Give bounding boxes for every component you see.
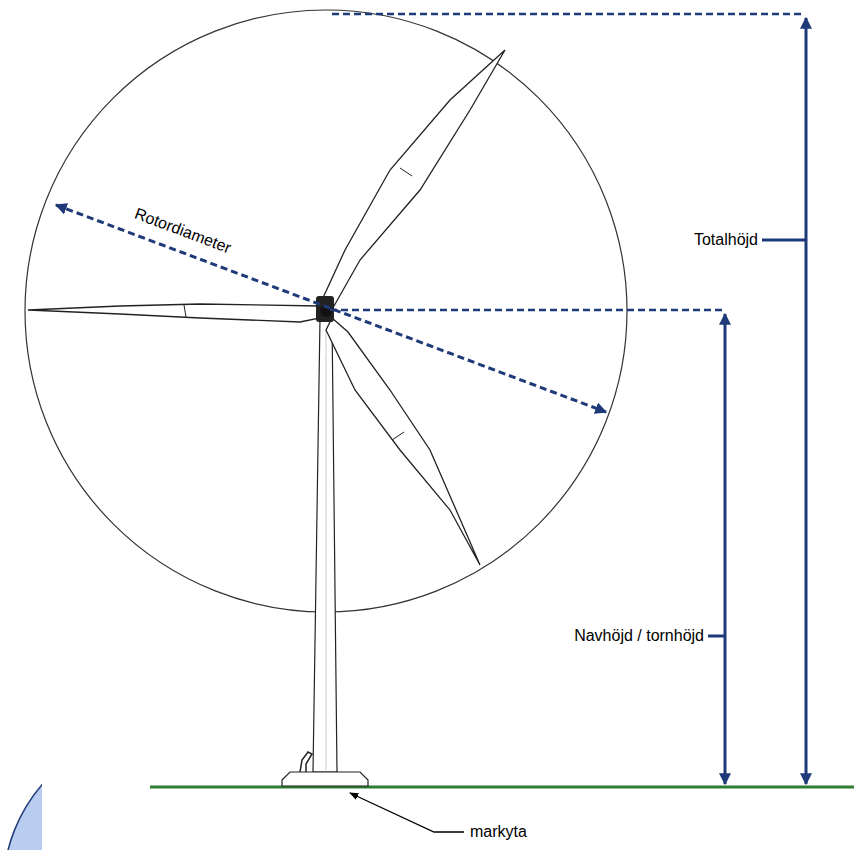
rotor-blade bbox=[322, 50, 505, 306]
tower-shade bbox=[326, 330, 327, 770]
tower bbox=[313, 318, 337, 772]
hub-height-extension bbox=[330, 309, 722, 312]
hub-height-dimension bbox=[724, 314, 727, 784]
corner-badge bbox=[3, 728, 42, 850]
rotor-diameter-dimension bbox=[56, 205, 606, 412]
label-tick bbox=[708, 635, 725, 638]
rotor-blade bbox=[28, 304, 320, 322]
rotor-blade bbox=[326, 318, 480, 565]
blade-joint bbox=[392, 432, 404, 440]
foundation bbox=[282, 772, 368, 786]
ground-label: markyta bbox=[470, 823, 527, 841]
dimension-label: Navhöjd / tornhöjd bbox=[574, 627, 704, 645]
label-tick bbox=[762, 239, 806, 242]
dimension-label: Totalhöjd bbox=[694, 231, 758, 249]
dimension-label: Rotordiameter bbox=[132, 205, 233, 258]
total-height-dimension bbox=[805, 18, 808, 784]
ground-line bbox=[150, 786, 854, 789]
blade-joint bbox=[400, 168, 412, 176]
leader-line bbox=[350, 793, 464, 832]
total-height-extension bbox=[332, 13, 802, 16]
door-stair bbox=[300, 752, 312, 772]
blade-joint bbox=[184, 305, 186, 317]
